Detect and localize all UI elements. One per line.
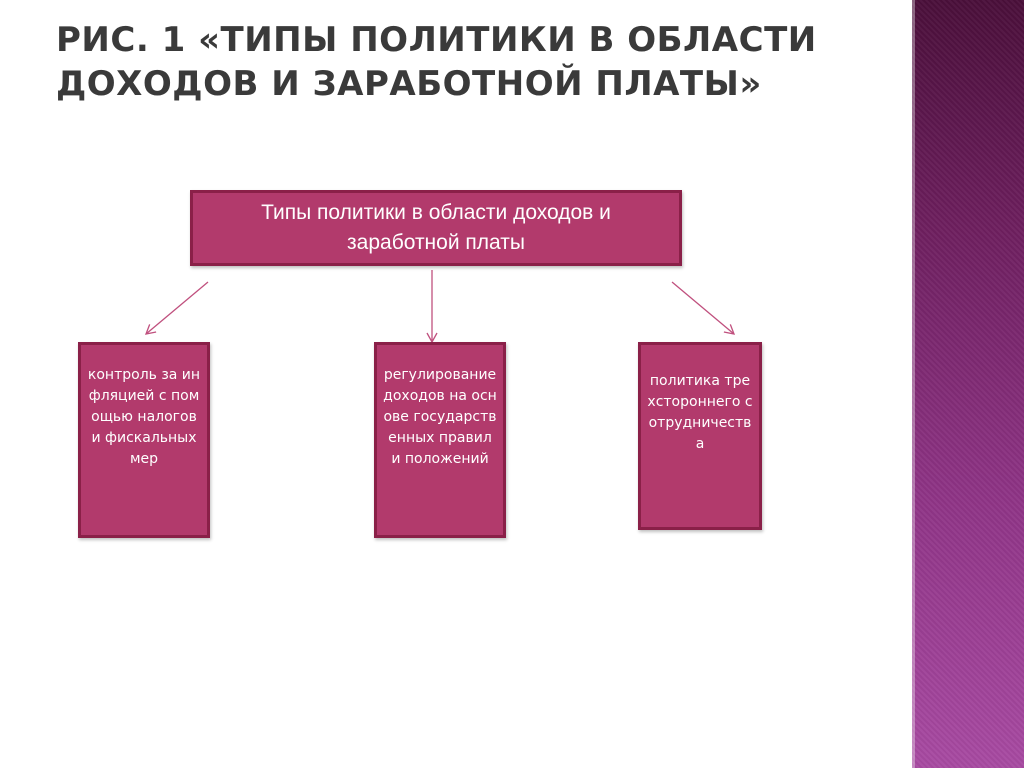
child-box-inflation-control: контроль за инфляцией с помощью налогов … (78, 342, 210, 538)
side-band-edge (912, 0, 915, 768)
arrow-to-left-box (144, 281, 209, 335)
slide-title-line-2: доходов и заработной платы» (56, 64, 762, 104)
child-box-label-income-regulation: регулирование доходов на основе государс… (383, 367, 497, 467)
root-box-label: Типы политики в области доходов и зарабо… (261, 201, 611, 254)
slide-title-line-1: Рис. 1 «Типы политики в области (56, 20, 817, 60)
decorative-side-band (912, 0, 1024, 768)
child-box-label-inflation-control: контроль за инфляцией с помощью налогов … (87, 367, 201, 467)
child-box-tripartite-cooperation: политика трехстороннего сотрудничества (638, 342, 762, 530)
root-box: Типы политики в области доходов и зарабо… (190, 190, 682, 266)
child-box-income-regulation: регулирование доходов на основе государс… (374, 342, 506, 538)
child-box-label-tripartite-cooperation: политика трехстороннего сотрудничества (647, 373, 753, 452)
arrow-to-right-box (671, 281, 736, 335)
slide-title: Рис. 1 «Типы политики в области доходов … (56, 18, 876, 106)
